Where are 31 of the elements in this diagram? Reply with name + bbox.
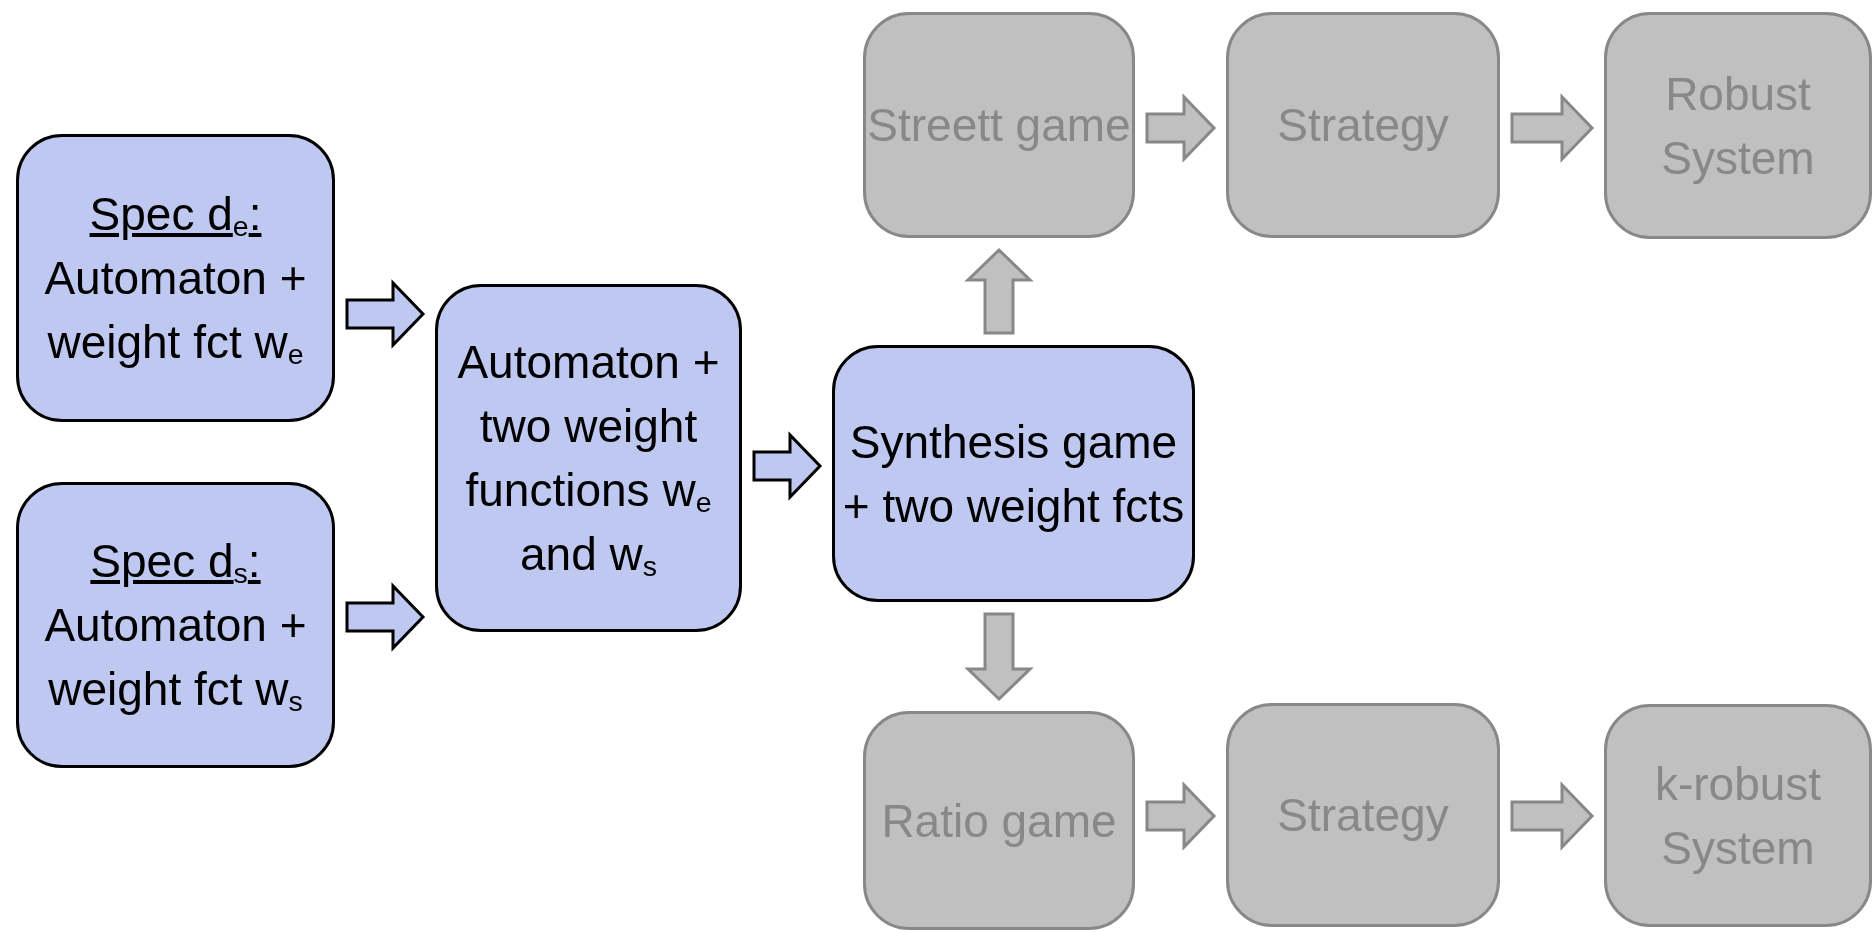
process-box: [863, 12, 1135, 238]
process-box: [832, 345, 1195, 602]
process-box: [16, 482, 335, 768]
node-label: Automaton + two weight functions w$_{e}$ and w$_{s}$: [456, 335, 721, 584]
node-label: Strategy: [1277, 98, 1449, 153]
block-arrow: [1145, 93, 1217, 163]
block-arrow: [345, 582, 426, 652]
block-arrow: [964, 612, 1034, 702]
node-heading: Spec d$_{e}$:: [89, 187, 262, 244]
node-label: Synthesis game + two weight fcts: [841, 414, 1186, 534]
process-box: [1604, 704, 1872, 927]
block-arrow: [1510, 93, 1595, 163]
node-label: Robust System: [1660, 66, 1816, 186]
node-label: Streett game: [867, 98, 1131, 153]
node-label: Automaton + weight fct w$_{s}$: [43, 598, 308, 719]
process-box: [863, 711, 1135, 930]
process-box: [435, 284, 742, 632]
node-heading: Spec d$_{s}$:: [90, 534, 261, 591]
node-label: Automaton + weight fct w$_{e}$: [43, 251, 308, 372]
process-box: [1226, 12, 1500, 238]
node-label: k-robust System: [1653, 756, 1823, 876]
node-label: Strategy: [1277, 788, 1449, 843]
process-box: [16, 134, 335, 422]
block-arrow: [345, 279, 426, 349]
block-arrow: [964, 247, 1034, 335]
block-arrow: [1145, 781, 1217, 851]
node-label: Ratio game: [881, 793, 1117, 849]
block-arrow: [752, 431, 823, 501]
process-box: [1604, 12, 1872, 239]
block-arrow: [1510, 781, 1595, 851]
process-box: [1226, 703, 1500, 927]
